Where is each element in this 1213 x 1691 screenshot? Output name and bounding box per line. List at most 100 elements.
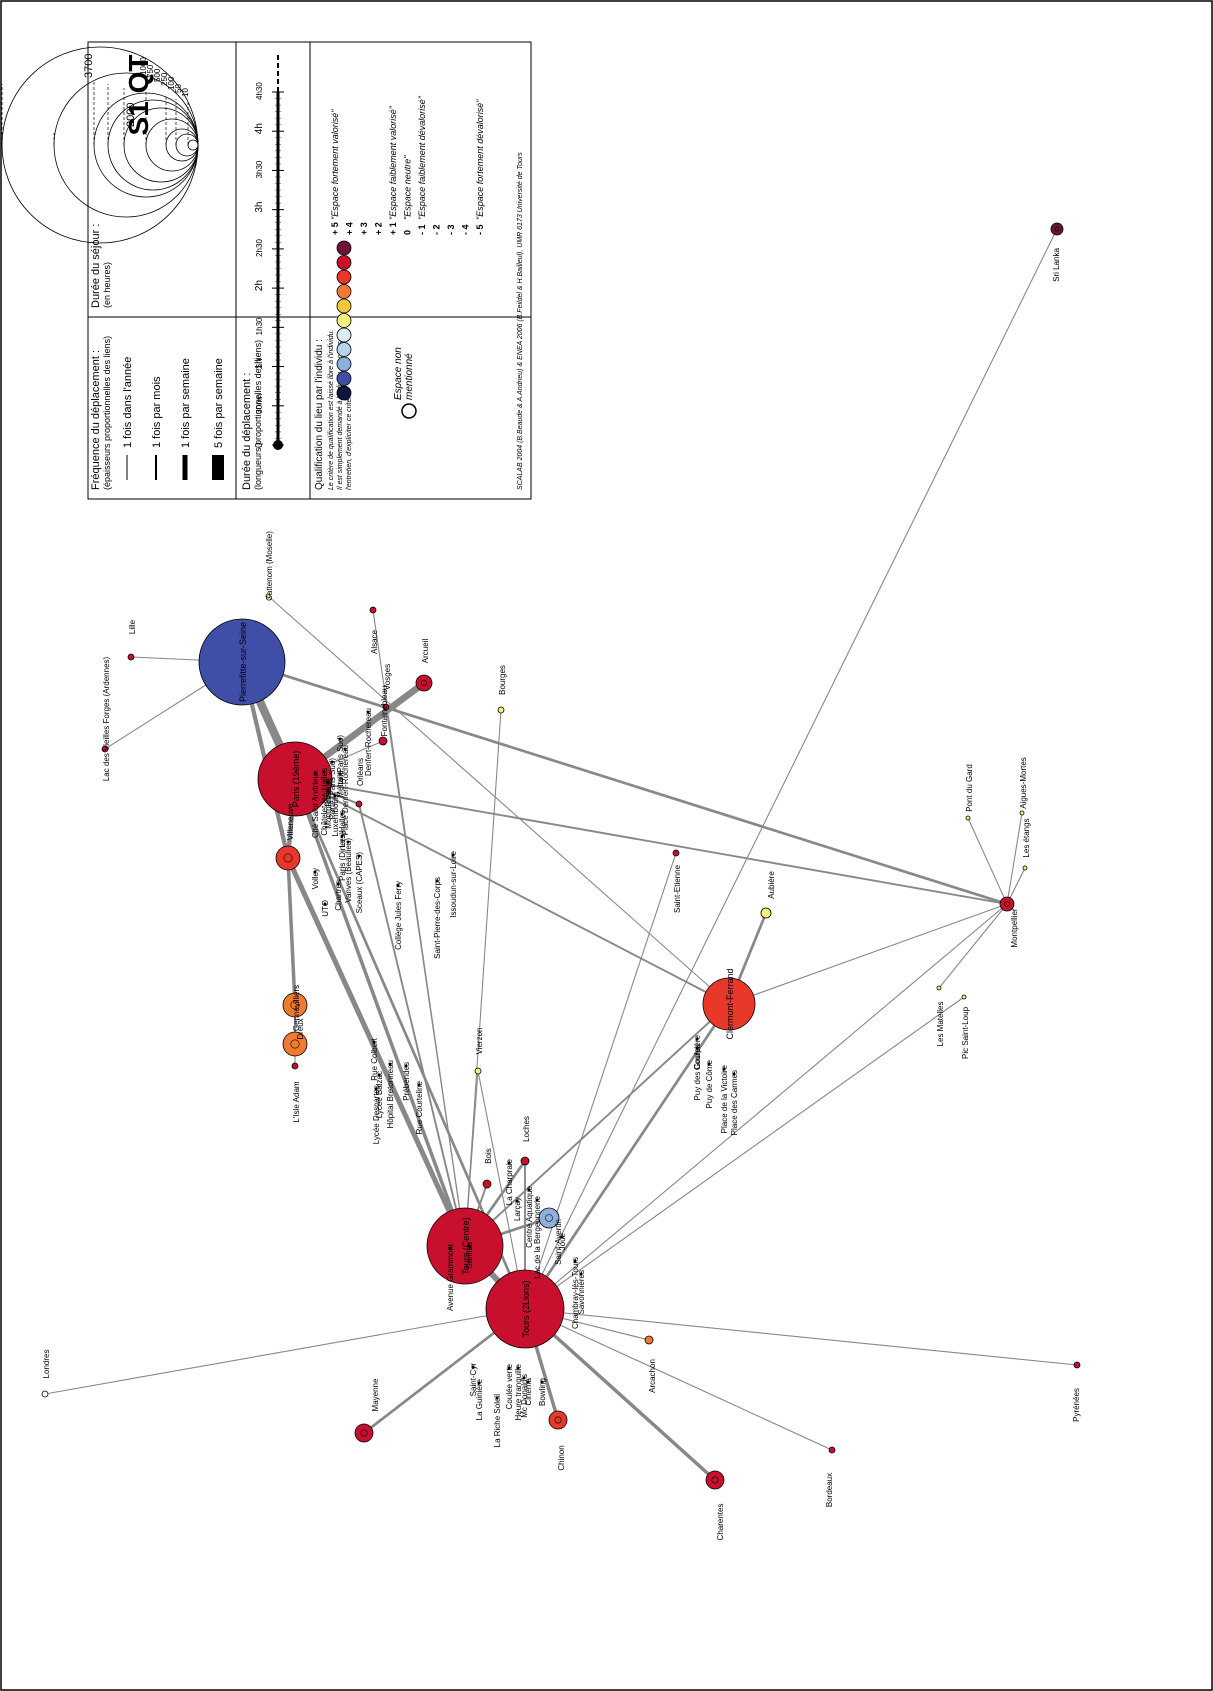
local-place-label: Chambray-lès-Tours [571, 1257, 580, 1329]
legend-title: S1 QT [123, 55, 154, 136]
qualification-value: + 3 [359, 222, 369, 235]
place-arcueil-inner [420, 679, 428, 687]
place-label-ardennes: Lac des Vieilles Forges (Ardennes) [102, 656, 111, 781]
local-place-label: Heure tranquille [514, 1363, 523, 1420]
place-chinon [548, 1410, 568, 1430]
link-tours-vierzon [477, 1070, 526, 1310]
duration-trip-subtitle: (longueurs proportionnelles des liens) [253, 340, 263, 490]
place-label-gennevilliers: Gennevilliers [292, 985, 301, 1031]
link-montpellier-pontdugard [967, 817, 1008, 905]
place-label-paris: Paris (19ème) [291, 751, 301, 808]
local-place-marker [527, 1188, 531, 1192]
local-place-marker [522, 1376, 526, 1380]
place-aubiere [760, 907, 772, 919]
qualification-value: + 1 [388, 222, 398, 235]
duration-stay-subtitle: (en heures) [102, 262, 112, 308]
qualification-scale: + 5"Espace fortement valorisé"+ 4+ 3+ 2+… [330, 95, 485, 401]
local-place-label: Puy des Goules [693, 1044, 702, 1100]
local-place-label: Coulée verte [505, 1363, 514, 1409]
stay-size-label: 750 [146, 64, 155, 78]
local-place-marker [451, 853, 455, 857]
stay-size-label: 50 [174, 84, 183, 93]
place-label-londres: Londres [42, 1350, 51, 1379]
place-label-saintavertin: Saint-Avertin [554, 1219, 563, 1265]
place-dreux [282, 992, 308, 1018]
frequency-item-1: 1 fois dans l'année [122, 357, 134, 448]
place-paris [257, 741, 333, 817]
local-place-marker [526, 1380, 530, 1384]
place-charentes [705, 1470, 725, 1490]
place-loches [520, 1156, 530, 1166]
local-place-label: Puy de Côme [705, 1059, 714, 1108]
place-bordeaux [828, 1446, 836, 1454]
local-place-marker [366, 710, 370, 714]
place-label-arcueil: Arcueil [421, 639, 430, 664]
local-place-label: Cinéma [524, 1377, 533, 1405]
local-place-marker [372, 1040, 376, 1044]
local-place-marker [695, 1046, 699, 1050]
link-clermont-cattenom [267, 595, 730, 1005]
local-place-label: Hôpital Bretonneau [386, 1060, 395, 1129]
frequency-subtitle: (épaisseurs proportionnelles des liens) [102, 336, 112, 490]
link-tours-saintetienne [524, 852, 677, 1310]
link-paris-clermont [294, 778, 730, 1005]
link-tours-clermont [523, 1002, 731, 1311]
local-place-marker [507, 1366, 511, 1370]
local-place-label: Larçay [513, 1197, 522, 1221]
link-paris-tours2 [293, 777, 467, 1248]
local-place-label: Collège Jules Ferry [394, 881, 403, 950]
local-place-marker [404, 1064, 408, 1068]
place-vosges [382, 703, 390, 711]
place-lesmatelles [936, 985, 942, 991]
trip-scale-label: 0 [254, 442, 265, 448]
stay-size-label: 2000 [125, 103, 137, 127]
place-pierrefitte [198, 618, 286, 706]
place-montpellier-inner [1004, 901, 1010, 907]
qualification-swatch [336, 342, 352, 357]
qualification-swatch [336, 269, 352, 285]
place-srilanka-inner [1054, 226, 1060, 232]
frequency-item-2: 1 fois par mois [151, 376, 163, 448]
qualification-label: "Espace neutre" [403, 155, 413, 220]
place-tours2 [426, 1207, 504, 1285]
unmentioned-label-2: mentionné [404, 353, 415, 400]
trip-scale-label: 30mn [255, 394, 264, 414]
local-place-marker [374, 1087, 378, 1091]
place-lisleadam [291, 1062, 299, 1070]
place-ardennes [101, 745, 109, 753]
local-place-marker [326, 789, 330, 793]
place-label-lesetangs: Les étangs [1022, 818, 1031, 857]
local-place-marker [707, 1062, 711, 1066]
place-fontainebleau [378, 736, 388, 746]
qualification-swatch [336, 327, 352, 343]
place-charentes-inner [711, 1476, 719, 1484]
local-place-marker [722, 1067, 726, 1071]
place-montpellier [999, 896, 1015, 912]
link-clermont-montpellier [728, 903, 1008, 1005]
local-place-label: Lycée Descartes [372, 1085, 381, 1144]
local-place-label: La Guinière [475, 1378, 484, 1420]
local-place-marker [477, 1381, 481, 1385]
stay-size-label: 3700 [83, 54, 95, 78]
local-place-marker [435, 879, 439, 883]
local-place-label: Lac de la Bergeonnerie [533, 1195, 542, 1278]
link-tours2-clermont [464, 1003, 730, 1247]
link-tours-charentes [523, 1307, 717, 1482]
place-lille [127, 653, 135, 661]
qualification-label: "Espace fortement dévalorisé" [475, 99, 485, 220]
place-lesetangs [1022, 865, 1028, 871]
qualification-value: - 1 [417, 224, 427, 235]
qualification-value: - 3 [446, 224, 456, 235]
local-place-marker [471, 1365, 475, 1369]
local-place-label: Prébendes [402, 1062, 411, 1101]
qualification-swatch [336, 255, 352, 270]
local-place-marker [516, 1366, 520, 1370]
local-place-label: Rue Colbert [370, 1037, 379, 1080]
local-place-marker [330, 760, 334, 764]
place-label-vierzon: Vierzon [475, 1028, 484, 1055]
link-tours-pyrenees [524, 1308, 1078, 1366]
stay-size-label: 500 [153, 68, 162, 82]
place-label-bois: Bois [484, 1148, 493, 1164]
frequency-samples [126, 455, 224, 480]
